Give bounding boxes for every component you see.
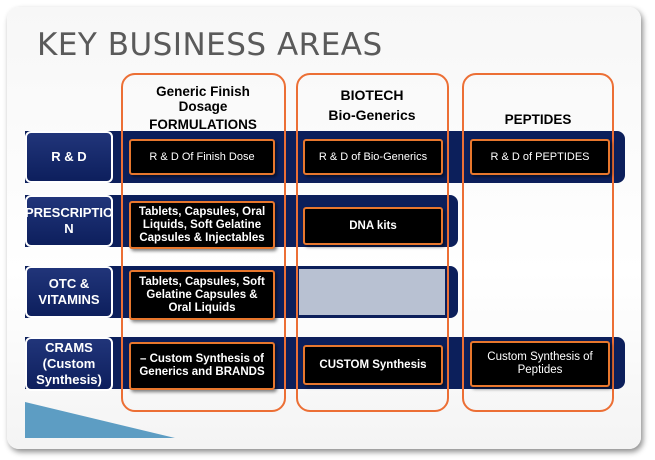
cell-prescription-biotech: DNA kits: [303, 207, 443, 245]
column-outline-generic: [121, 73, 286, 412]
column-outline-peptides: [462, 73, 614, 412]
cell-crams-peptides: Custom Synthesis of Peptides: [470, 341, 610, 387]
slide-title: KEY BUSINESS AREAS: [37, 27, 383, 63]
cell-crams-generic: – Custom Synthesis of Generics and BRAND…: [129, 342, 275, 390]
cell-rd-biotech: R & D of Bio-Generics: [303, 139, 443, 175]
decorative-wedge: [25, 402, 175, 438]
cell-prescription-generic: Tablets, Capsules, Oral Liquids, Soft Ge…: [129, 201, 275, 249]
column-header-generic: Generic Finish Dosage FORMULATIONS: [149, 84, 257, 132]
cell-crams-biotech: CUSTOM Synthesis: [303, 345, 443, 385]
column-header-peptides: PEPTIDES: [504, 112, 572, 127]
cell-rd-peptides: R & D of PEPTIDES: [470, 139, 610, 175]
column-outline-biotech: [296, 73, 449, 412]
column-header-biotech: BIOTECH Bio-Generics: [328, 87, 416, 123]
cell-rd-generic: R & D Of Finish Dose: [129, 139, 275, 175]
row-label-otc: OTC &VITAMINS: [25, 266, 113, 318]
row-label-rd: R & D: [25, 131, 113, 183]
cell-otc-generic: Tablets, Capsules, Soft Gelatine Capsule…: [129, 270, 275, 320]
otc-biotech-empty-cell: [299, 269, 445, 315]
